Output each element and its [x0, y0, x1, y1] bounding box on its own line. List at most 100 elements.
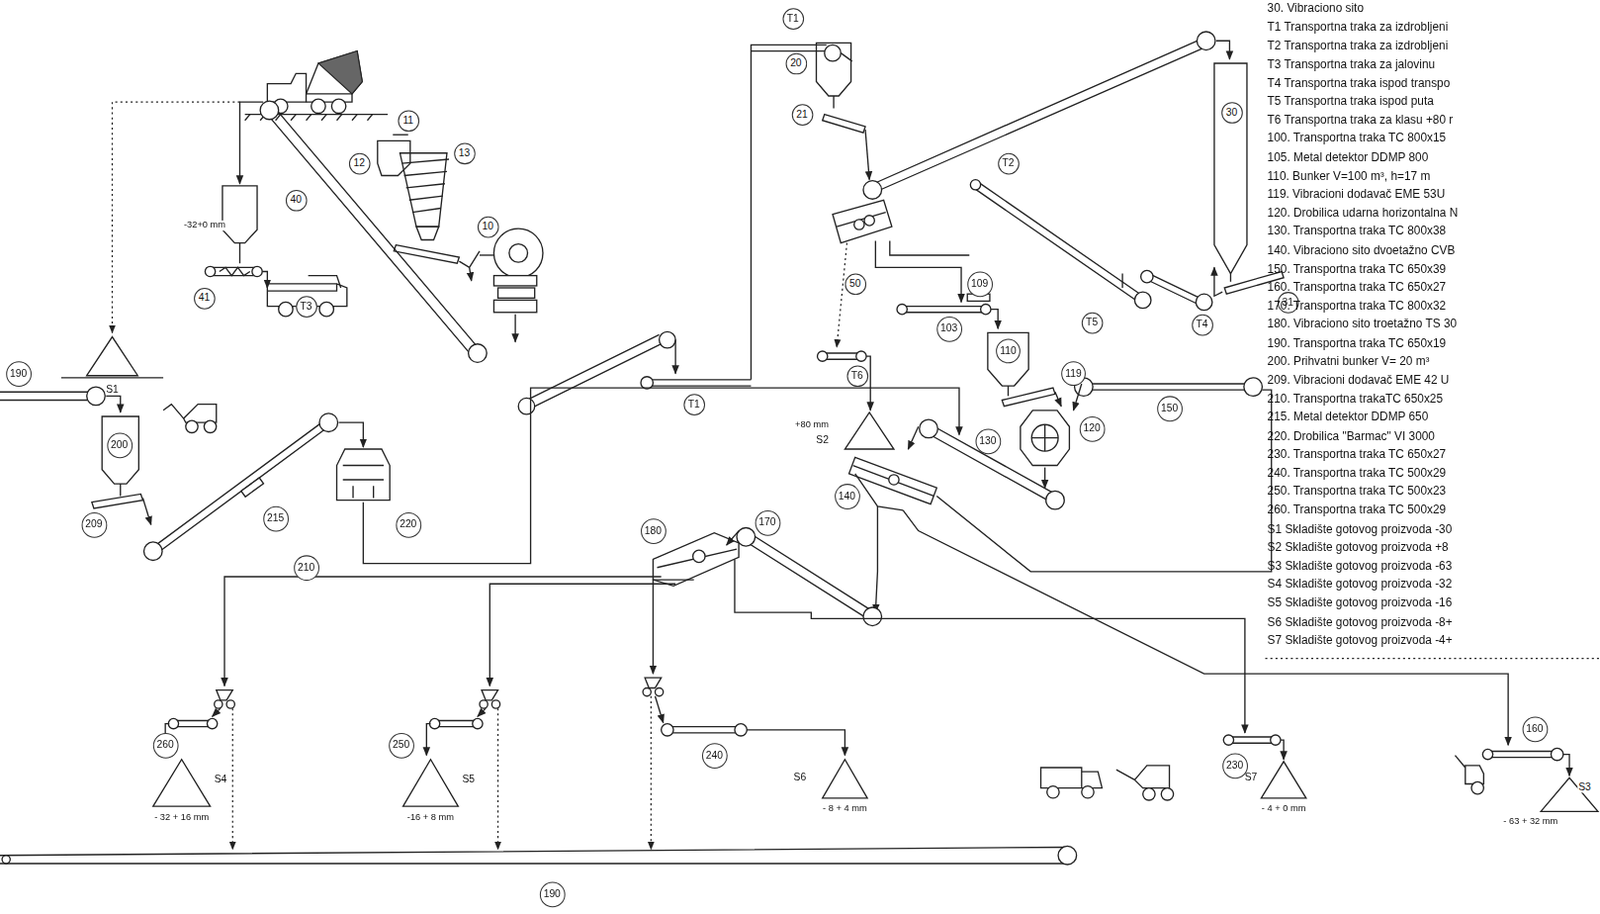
waste-conveyor [61, 100, 487, 378]
callout-circle: 13 [453, 142, 476, 165]
parts-list-line: 220. Drobilica "Barmac" VI 3000 [1267, 429, 1435, 443]
callout-circle: 220 [395, 511, 422, 537]
callout-number: 119 [1065, 368, 1081, 379]
callout-number: 140 [838, 490, 856, 501]
callout-circle: T1 [683, 393, 706, 416]
parts-list-line: T6 Transportna traka za klasu +80 r [1267, 113, 1454, 127]
parts-list-line: 140. Vibraciono sito dvoetažno CVB [1267, 243, 1456, 257]
callout-number: 150 [1160, 403, 1178, 414]
callout-number: 120 [1083, 423, 1101, 434]
callout-circle: 190 [538, 881, 565, 907]
callout-number: 160 [1525, 723, 1543, 734]
callout-number: 130 [978, 436, 996, 446]
callout-circle: 180 [640, 518, 667, 544]
parts-list-line: 120. Drobilica udarna horizontalna N [1267, 206, 1459, 220]
callout-circle: 209 [81, 511, 107, 537]
callout-number: 21 [796, 108, 807, 119]
dump-truck [245, 51, 388, 121]
parts-list-line: T4 Transportna traka ispod transpo [1267, 76, 1451, 89]
stockpile-label: S3 [1577, 780, 1593, 792]
callout-circle: 250 [388, 731, 415, 758]
stockpile-label: - 8 + 4 mm [822, 803, 868, 814]
parts-list-line: S7 Skladište gotovog proizvoda -4+ [1267, 633, 1453, 647]
parts-list-line: 209. Vibracioni dodavač EME 42 U [1267, 373, 1450, 387]
callout-number: 190 [543, 888, 561, 899]
bin-and-feeder [816, 31, 1285, 296]
callout-circle: 240 [701, 742, 727, 769]
callout-number: 110 [999, 346, 1016, 356]
callout-circle: 200 [106, 432, 133, 458]
callout-number: 103 [940, 323, 958, 334]
callout-number: 260 [157, 739, 175, 750]
parts-list-line: S5 Skladište gotovog proizvoda -16 [1267, 596, 1453, 610]
callout-circle: 40 [284, 188, 307, 211]
parts-list-line: 250. Transportna traka TC 500x23 [1267, 484, 1447, 498]
callout-number: 50 [849, 278, 861, 289]
callout-number: 13 [458, 148, 470, 159]
parts-list-line: 30. Vibraciono sito [1267, 1, 1364, 15]
callout-circle: T4 [1191, 313, 1214, 336]
callout-number: 200 [110, 440, 128, 450]
callout-number: T5 [1085, 317, 1098, 328]
callout-number: T1 [787, 12, 800, 23]
callout-number: 215 [266, 513, 284, 524]
callout-circle: 12 [348, 152, 370, 175]
receiving-hopper [377, 134, 480, 281]
scalping-screen [817, 179, 1213, 449]
parts-list-line: T5 Transportna traka ispod puta [1267, 94, 1434, 108]
callout-number: 30 [1226, 106, 1238, 117]
stockpile-label: - 32 + 16 mm [154, 811, 209, 822]
stockpile-label: S6 [794, 771, 807, 783]
callout-number: T1 [688, 398, 701, 409]
stockpile-label: +80 mm [795, 420, 829, 431]
parts-list-line: 260. Transportna traka TC 500x29 [1267, 503, 1447, 517]
stockpile-label: S4 [214, 773, 228, 785]
callout-circle: 110 [995, 339, 1021, 364]
callout-number: 40 [290, 194, 302, 205]
parts-list-line: 170. Transportna traka TC 800x32 [1267, 299, 1447, 313]
parts-list-line: 160. Transportna traka TC 650x27 [1267, 280, 1447, 294]
product-conveyors [153, 677, 1307, 849]
callout-number: 190 [9, 368, 27, 379]
return-conveyor [0, 845, 1077, 865]
parts-list-line: S6 Skladište gotovog proizvoda -8+ [1267, 615, 1453, 628]
callout-circle: 130 [975, 428, 1001, 454]
callout-circle: T1 [782, 7, 804, 30]
callout-circle: 10 [476, 215, 499, 238]
callout-number: 220 [399, 519, 417, 530]
parts-list-line: 240. Transportna traka TC 500x29 [1267, 466, 1447, 480]
callout-circle: 103 [936, 315, 963, 342]
callout-number: 240 [706, 749, 723, 760]
parts-list-line: 180. Vibraciono sito troetažno TS 30 [1267, 317, 1458, 331]
callout-circle: 21 [791, 103, 813, 126]
callout-number: 209 [85, 519, 102, 530]
callout-circle: 160 [1521, 715, 1548, 742]
screening-line [849, 377, 1599, 812]
stockpile-label: S1 [105, 383, 119, 395]
parts-list-line: 119. Vibracioni dodavač EME 53U [1267, 187, 1446, 201]
parts-list-line: 130. Transportna traka TC 800x38 [1267, 224, 1447, 238]
parts-list-line: 100. Transportna traka TC 800x15 [1267, 132, 1447, 146]
parts-list-line: 105. Metal detektor DDMP 800 [1267, 150, 1429, 164]
callout-number: 230 [1226, 760, 1244, 771]
triple-deck-screen [224, 527, 1245, 732]
parts-list-line: S2 Skladište gotovog proizvoda +8 [1267, 540, 1449, 554]
belt-conveyor [518, 44, 852, 415]
callout-number: 180 [644, 525, 662, 535]
stockpile-label: S5 [461, 773, 475, 785]
callout-circle: T3 [295, 295, 318, 318]
callout-circle: 260 [152, 731, 178, 758]
parts-list-line: S1 Skladište gotovog proizvoda -30 [1267, 522, 1453, 535]
parts-list-line: S3 Skladište gotovog proizvoda -63 [1267, 558, 1453, 572]
callout-circle: T2 [997, 152, 1020, 175]
callout-circle: 20 [785, 52, 807, 75]
callout-number: 20 [790, 58, 801, 69]
callout-circle: 210 [293, 554, 320, 581]
callout-number: T2 [1001, 158, 1014, 169]
callout-number: T4 [1196, 319, 1209, 330]
stockpile-label: -32+0 mm [182, 220, 227, 231]
callout-circle: 120 [1078, 415, 1105, 442]
callout-circle: 150 [1156, 395, 1183, 422]
callout-circle: 119 [1061, 360, 1086, 386]
